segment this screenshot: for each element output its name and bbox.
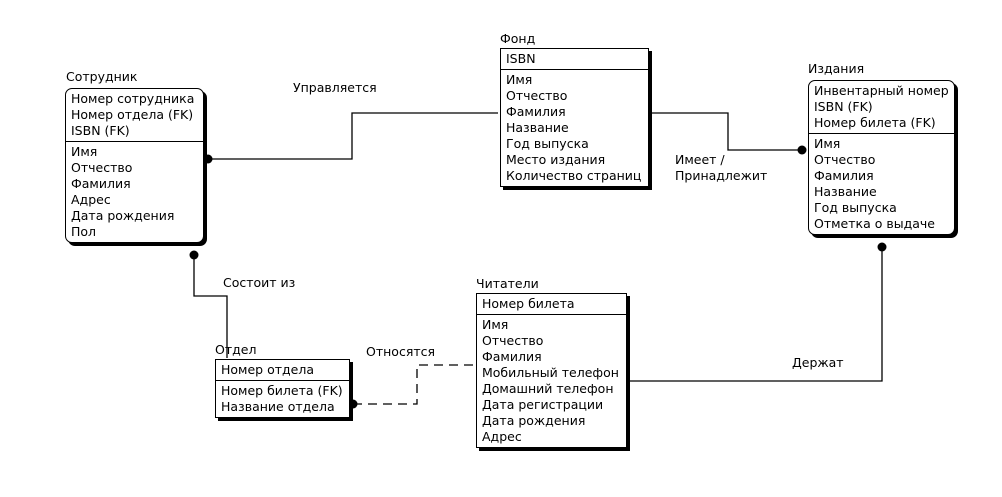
line-derzhat [628, 247, 883, 382]
endpoint-dot-derzhat [877, 242, 887, 252]
entity-key-attribute: ISBN [506, 51, 536, 66]
entity-key-attribute: Номер билета (FK) [814, 115, 936, 130]
entity-attribute: Название отдела [221, 399, 335, 414]
entity-title-sotrudnik: Сотрудник [66, 69, 138, 84]
relationship-label-imeet: Имеет / [675, 152, 725, 167]
entity-attribute: Отчество [71, 160, 133, 175]
entity-chitateli-key-section: Номер билета [477, 294, 626, 314]
entity-key-attribute: Номер сотрудника [71, 91, 195, 106]
line-upravlyaetsya [208, 112, 498, 160]
entity-attribute: Дата рождения [482, 413, 586, 428]
entity-attribute: Мобильный телефон [482, 365, 619, 380]
entity-attribute: Год выпуска [814, 200, 897, 215]
line-imeet [650, 112, 802, 151]
entity-key-attribute: ISBN (FK) [71, 123, 130, 138]
entity-attribute: Название [506, 120, 569, 135]
entity-key-attribute: Номер отдела (FK) [71, 107, 194, 122]
entity-attribute: Отчество [814, 152, 876, 167]
entity-otdel-attribute-section: Номер билета (FK)Название отдела [216, 380, 349, 417]
entity-attribute: Фамилия [482, 349, 542, 364]
entity-attribute: Отчество [506, 88, 568, 103]
entity-attribute: Отчество [482, 333, 544, 348]
entity-attribute: Фамилия [71, 176, 131, 191]
relationship-label-otnosyatsya: Относятся [366, 344, 436, 359]
entity-attribute: Дата регистрации [482, 397, 604, 412]
entity-attribute: Номер билета (FK) [221, 383, 343, 398]
endpoint-dot-upravlyaetsya [203, 154, 213, 164]
entity-title-fond: Фонд [500, 31, 536, 46]
entity-attribute: Место издания [506, 152, 606, 167]
entity-otdel-key-section: Номер отдела [216, 360, 349, 380]
entity-attribute: Имя [814, 136, 841, 151]
entity-attribute: Год выпуска [506, 136, 589, 151]
entity-attribute: Количество страниц [506, 168, 642, 183]
entity-attribute: Домашний телефон [482, 381, 614, 396]
relationship-label-prinadlezhit: Принадлежит [675, 168, 768, 183]
entity-attribute: Пол [71, 224, 97, 239]
relationship-label-sostoit: Состоит из [223, 275, 296, 290]
entity-attribute: Имя [482, 317, 509, 332]
line-otnosyatsya [353, 364, 476, 405]
entity-fond-key-section: ISBN [501, 49, 648, 69]
entity-key-attribute: Номер билета [482, 296, 575, 311]
entity-title-izdaniya: Издания [808, 61, 865, 76]
entity-attribute: Имя [506, 72, 533, 87]
entity-attribute: Адрес [71, 192, 111, 207]
relationship-label-upravlyaetsya: Управляется [293, 80, 377, 95]
entity-attribute: Название [814, 184, 877, 199]
entity-attribute: Фамилия [506, 104, 566, 119]
entity-title-otdel: Отдел [215, 342, 257, 357]
endpoint-dot-otnosyatsya [348, 399, 358, 409]
entity-key-attribute: ISBN (FK) [814, 99, 873, 114]
entity-attribute: Имя [71, 144, 98, 159]
entity-attribute: Дата рождения [71, 208, 175, 223]
line-sostoit [193, 255, 228, 358]
entity-key-attribute: Номер отдела [221, 362, 314, 377]
entity-attribute: Отметка о выдаче [814, 216, 935, 231]
endpoint-dot-sostoit [189, 250, 199, 260]
endpoint-dot-imeet [797, 145, 807, 155]
relationship-label-derzhat: Держат [792, 355, 844, 370]
entity-attribute: Фамилия [814, 168, 874, 183]
entity-attribute: Адрес [482, 429, 522, 444]
entity-title-chitateli: Читатели [476, 276, 539, 291]
entity-key-attribute: Инвентарный номер [814, 83, 949, 98]
